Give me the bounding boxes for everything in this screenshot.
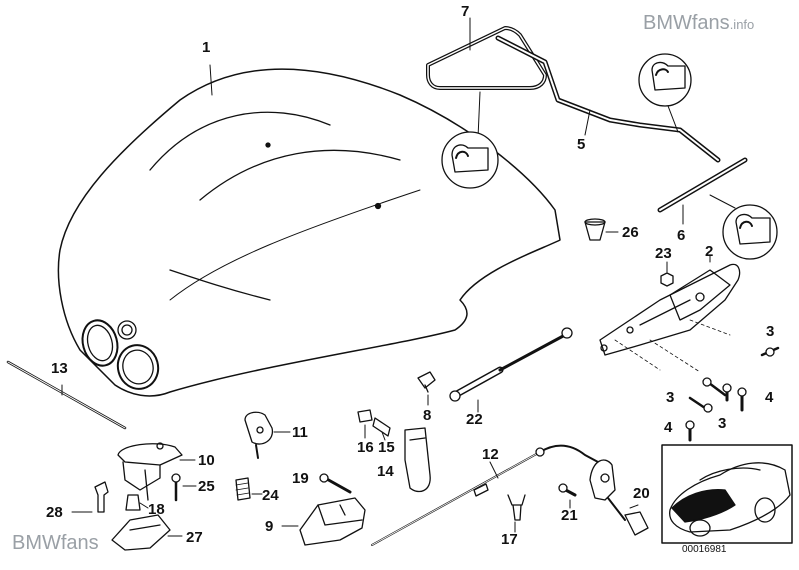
callout-3-middle: 3 — [666, 389, 675, 406]
watermark-bottom: BMWfans — [12, 532, 99, 554]
diagram-number: 00016981 — [682, 544, 727, 555]
callout-21: 21 — [561, 507, 578, 524]
callout-22: 22 — [466, 411, 483, 428]
callout-4-right: 4 — [765, 389, 774, 406]
hood-panel — [57, 64, 561, 397]
nut-part — [660, 261, 674, 287]
car-inset — [661, 444, 793, 544]
pin-part — [417, 371, 436, 406]
callout-3-bottom: 3 — [718, 415, 727, 432]
seal-strip-part — [495, 35, 721, 163]
hinge-part — [599, 254, 741, 373]
callout-1: 1 — [202, 39, 211, 56]
callout-27: 27 — [186, 529, 203, 546]
short-seal-part — [657, 157, 778, 260]
lever-bolt-part — [558, 483, 577, 509]
callout-9: 9 — [265, 518, 274, 535]
lock-parts — [357, 409, 431, 493]
callout-2: 2 — [705, 243, 714, 260]
callout-13: 13 — [51, 360, 68, 377]
bowden-cable-part — [371, 444, 599, 546]
bolt-parts — [685, 346, 780, 442]
spring-bolt-part — [235, 477, 263, 501]
callout-3-top: 3 — [766, 323, 775, 340]
clip-part — [507, 494, 526, 533]
rubber-buffer-part — [584, 218, 619, 241]
callout-20: 20 — [633, 485, 650, 502]
callout-6: 6 — [677, 227, 686, 244]
callout-5: 5 — [577, 136, 586, 153]
callout-26: 26 — [622, 224, 639, 241]
callout-10: 10 — [198, 452, 215, 469]
watermark-top: BMWfans.info — [643, 12, 755, 34]
lock-assembly-parts — [281, 473, 366, 546]
callout-8: 8 — [423, 407, 432, 424]
callout-24: 24 — [262, 487, 279, 504]
callout-18: 18 — [148, 501, 165, 518]
callout-7: 7 — [461, 3, 470, 20]
gas-strut-part — [449, 327, 573, 413]
callout-11: 11 — [292, 424, 308, 441]
callout-28: 28 — [46, 504, 63, 521]
rod-part — [6, 360, 127, 430]
seal-loop-part — [426, 17, 547, 189]
callout-12: 12 — [482, 446, 499, 463]
bumper-stop-part — [244, 411, 291, 459]
front-lock-parts — [71, 442, 197, 551]
callout-14: 14 — [377, 463, 394, 480]
callout-15: 15 — [378, 439, 395, 456]
callout-19: 19 — [292, 470, 309, 487]
callout-23: 23 — [655, 245, 672, 262]
callout-16: 16 — [357, 439, 374, 456]
callout-17: 17 — [501, 531, 518, 548]
callout-4-left: 4 — [664, 419, 673, 436]
callout-25: 25 — [198, 478, 215, 495]
release-lever-part — [589, 459, 649, 536]
